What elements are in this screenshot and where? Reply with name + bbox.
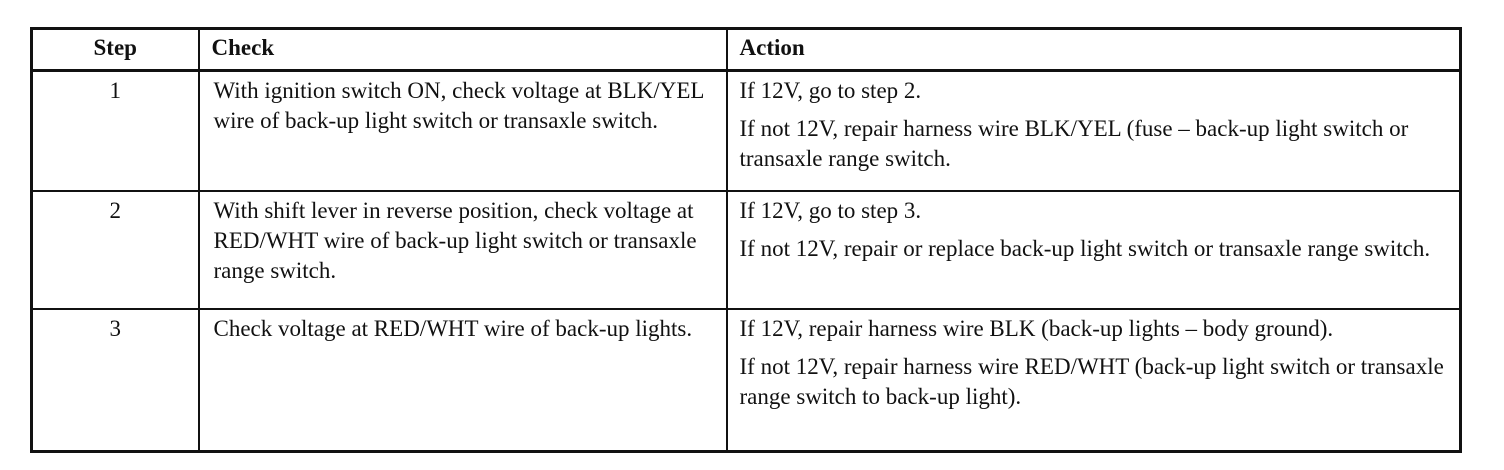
check-description: With shift lever in reverse position, ch…	[197, 190, 728, 310]
table-row: 2 With shift lever in reverse position, …	[30, 190, 1462, 310]
action-cell: If 12V, go to step 2. If not 12V, repair…	[725, 69, 1462, 192]
header-step: Step	[30, 27, 200, 72]
step-number: 1	[30, 69, 200, 192]
action-cell: If 12V, go to step 3. If not 12V, repair…	[725, 190, 1462, 310]
table-header-row: Step Check Action	[30, 27, 1462, 72]
check-description: Check voltage at RED/WHT wire of back-up…	[197, 308, 728, 453]
action-line: If not 12V, repair harness wire BLK/YEL …	[739, 116, 1409, 171]
diagnostic-table: Step Check Action 1 With ignition switch…	[30, 27, 1462, 453]
action-line: If not 12V, repair harness wire RED/WHT …	[739, 354, 1444, 409]
step-number: 3	[30, 308, 200, 453]
step-number: 2	[30, 190, 200, 310]
check-description: With ignition switch ON, check voltage a…	[197, 69, 728, 192]
table-row: 1 With ignition switch ON, check voltage…	[30, 69, 1462, 192]
action-line: If 12V, go to step 3.	[739, 198, 922, 223]
action-line: If 12V, go to step 2.	[739, 78, 922, 103]
action-line: If not 12V, repair or replace back-up li…	[739, 236, 1431, 261]
header-check: Check	[197, 27, 728, 72]
table-row: 3 Check voltage at RED/WHT wire of back-…	[30, 308, 1462, 453]
action-line: If 12V, repair harness wire BLK (back-up…	[739, 316, 1334, 341]
diagnostic-table-container: Step Check Action 1 With ignition switch…	[30, 27, 1462, 453]
action-cell: If 12V, repair harness wire BLK (back-up…	[725, 308, 1462, 453]
header-action: Action	[725, 27, 1462, 72]
